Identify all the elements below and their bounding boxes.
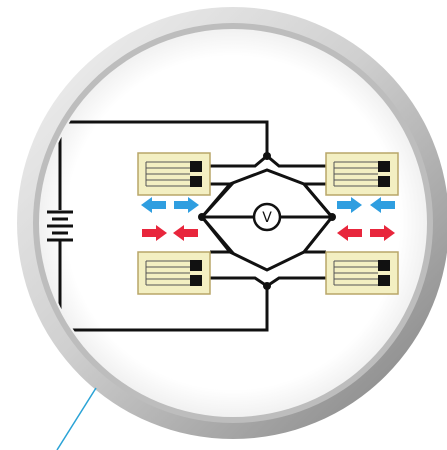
- circuit-wire-top: [58, 120, 269, 210]
- strain-gauge-top-right: [325, 152, 399, 196]
- bridge-network: [199, 154, 334, 288]
- compression-arrows-right: [337, 225, 395, 241]
- voltmeter-label: V: [262, 210, 272, 226]
- lens-face: [39, 29, 427, 417]
- tension-arrows-left: [141, 197, 199, 213]
- strain-gauge-bottom-left: [137, 251, 211, 295]
- leader-line: [56, 387, 97, 450]
- junction-dots: [198, 152, 336, 290]
- tension-arrows-right: [337, 197, 395, 213]
- strain-gauge-bottom-right: [325, 251, 399, 295]
- strain-gauge-top-left: [137, 152, 211, 196]
- compression-arrows-left: [142, 225, 198, 241]
- circuit-wire-bottom: [58, 240, 269, 332]
- voltmeter-icon: V: [252, 202, 282, 232]
- battery-icon: [47, 210, 73, 242]
